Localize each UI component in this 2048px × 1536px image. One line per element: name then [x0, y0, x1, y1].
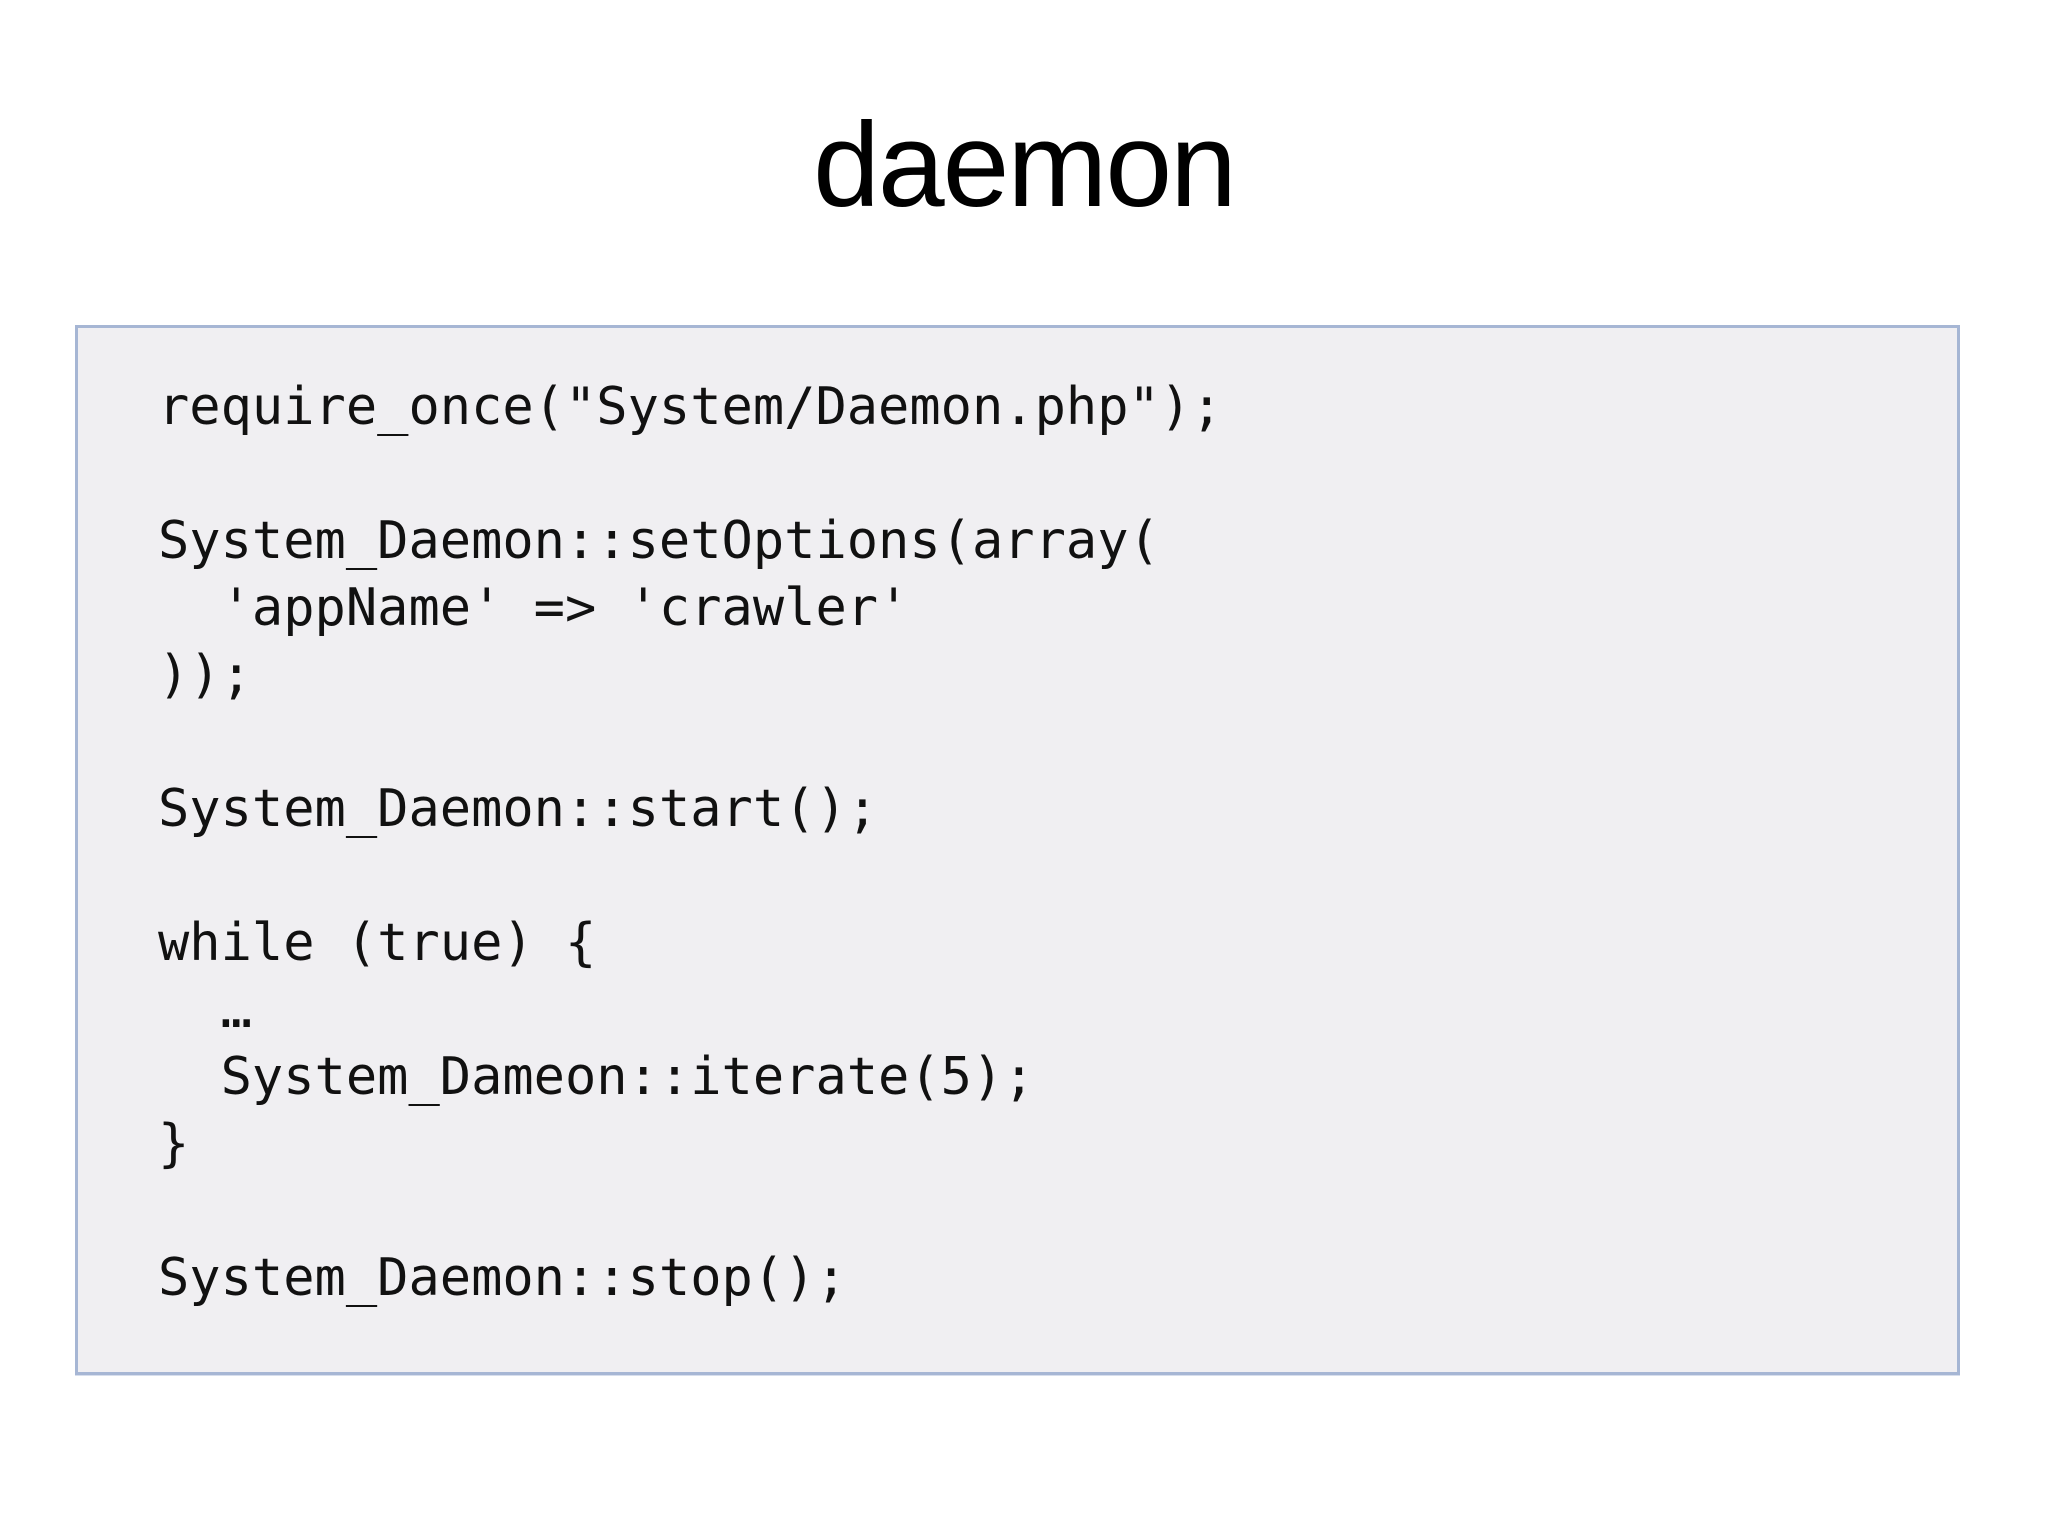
slide-title: daemon — [813, 98, 1237, 232]
code-block: require_once("System/Daemon.php"); Syste… — [75, 325, 1960, 1375]
code-text: require_once("System/Daemon.php"); Syste… — [158, 377, 1223, 1308]
